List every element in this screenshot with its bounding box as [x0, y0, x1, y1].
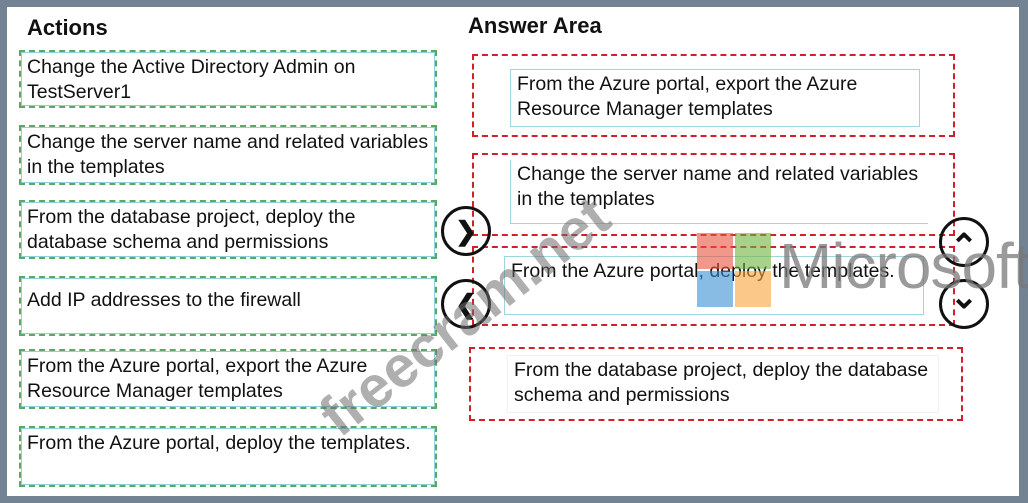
chevron-up-icon: ⌃	[949, 228, 979, 266]
move-left-button[interactable]: ❮	[441, 279, 491, 329]
action-item[interactable]: From the Azure portal, deploy the templa…	[19, 426, 437, 487]
action-item[interactable]: Change the server name and related varia…	[19, 125, 437, 185]
answer-slot[interactable]: From the database project, deploy the da…	[469, 347, 963, 421]
answer-area-heading: Answer Area	[468, 13, 602, 38]
move-down-button[interactable]: ⌄	[939, 278, 989, 329]
answer-item[interactable]: From the Azure portal, export the Azure …	[510, 69, 920, 127]
drag-drop-question: Actions Answer Area Change the Active Di…	[7, 7, 1028, 496]
chevron-down-icon: ⌄	[949, 278, 979, 316]
action-item[interactable]: Change the Active Directory Admin on Tes…	[19, 50, 437, 108]
move-up-button[interactable]: ⌃	[939, 217, 989, 267]
chevron-right-icon: ❯	[455, 215, 477, 246]
chevron-left-icon: ❮	[455, 288, 477, 319]
answer-slot[interactable]: Change the server name and related varia…	[472, 153, 955, 236]
actions-heading: Actions	[27, 15, 108, 40]
answer-slot[interactable]: From the Azure portal, deploy the templa…	[472, 246, 955, 326]
answer-slot[interactable]: From the Azure portal, export the Azure …	[472, 54, 955, 137]
answer-item[interactable]: From the database project, deploy the da…	[507, 355, 939, 413]
action-item[interactable]: Add IP addresses to the firewall	[19, 276, 437, 336]
action-item[interactable]: From the database project, deploy the da…	[19, 200, 437, 259]
answer-item[interactable]: From the Azure portal, deploy the templa…	[504, 256, 924, 315]
answer-item[interactable]: Change the server name and related varia…	[510, 160, 928, 224]
move-right-button[interactable]: ❯	[441, 206, 491, 256]
action-item[interactable]: From the Azure portal, export the Azure …	[19, 349, 437, 409]
